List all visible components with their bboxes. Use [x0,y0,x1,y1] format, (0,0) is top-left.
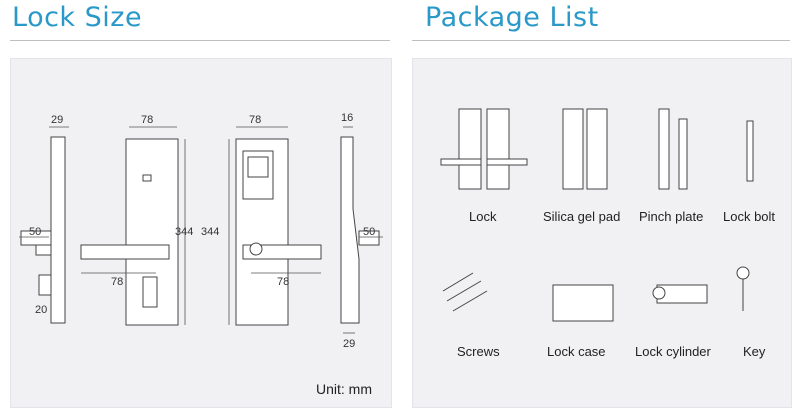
lock-size-divider [10,40,390,41]
item-lock-label: Lock [469,209,497,224]
dim-29-top: 29 [51,114,63,126]
dim-344-front: 344 [201,226,219,238]
dim-78-handle-front: 78 [277,276,289,288]
lock-dimension-diagram: 29 78 78 16 344 344 50 50 78 78 20 29 [19,112,383,350]
dim-50-right: 50 [363,226,375,238]
unit-label: Unit: mm [316,381,372,397]
dim-29-bottom: 29 [343,338,355,350]
dim-344-back: 344 [175,226,193,238]
package-list-heading: Package List [425,2,599,33]
dim-50-left: 50 [29,226,41,238]
dim-16-top: 16 [341,112,353,124]
lock-size-panel: 29 78 78 16 344 344 50 50 78 78 20 29 Un… [10,58,392,408]
dim-78-handle-back: 78 [111,276,123,288]
dim-78-top-front: 78 [249,114,261,126]
package-items-illustration [440,108,754,322]
item-lock-case-label: Lock case [547,344,606,359]
item-silica-gel-pad-label: Silica gel pad [543,209,621,224]
dim-20-left: 20 [35,304,47,316]
item-lock-bolt-label: Lock bolt [723,209,776,224]
package-list-panel: Lock Silica gel pad Pinch plate Lock bol… [412,58,792,408]
dim-78-top-back: 78 [141,114,153,126]
item-lock-cylinder-label: Lock cylinder [635,344,711,359]
package-list-divider [412,40,790,41]
item-screws-label: Screws [457,344,500,359]
item-pinch-plate-label: Pinch plate [639,209,704,224]
lock-size-heading: Lock Size [12,2,143,33]
item-key-label: Key [743,344,766,359]
